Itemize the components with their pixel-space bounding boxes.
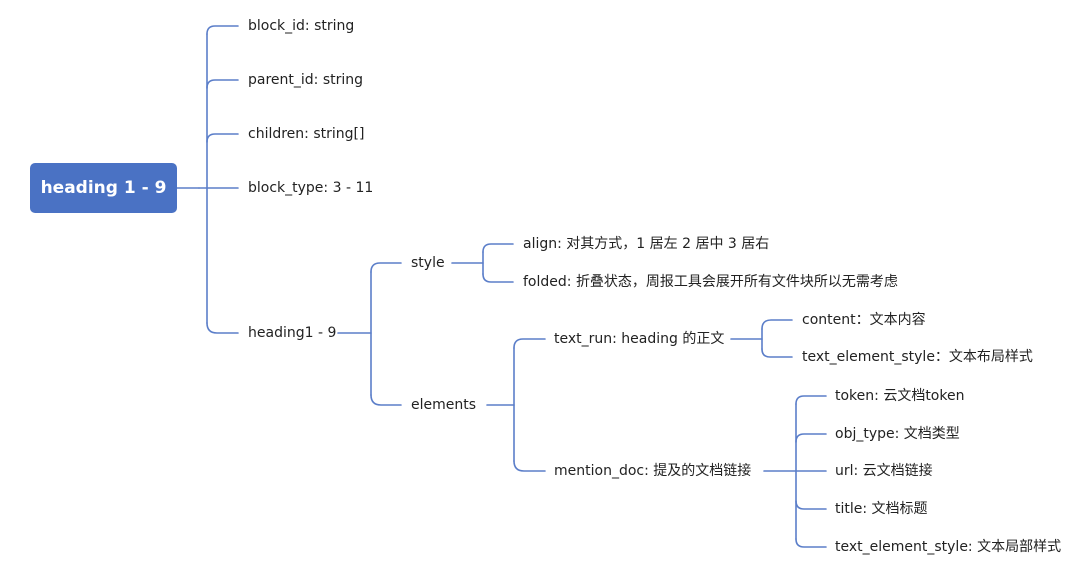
node-text-run: text_run: heading 的正文 xyxy=(554,331,725,347)
node-block-id: block_id: string xyxy=(248,18,355,34)
node-align: align: 对其方式，1 居左 2 居中 3 居右 xyxy=(523,236,770,252)
connector-title xyxy=(795,500,827,510)
connector-text-element-style-2 xyxy=(795,538,827,548)
connector-block-id xyxy=(206,25,239,35)
connector-content xyxy=(761,319,793,330)
node-block-type: block_type: 3 - 11 xyxy=(248,180,374,196)
connector-parent-id xyxy=(206,79,239,89)
connector-align xyxy=(482,243,514,253)
root-node-label: heading 1 - 9 xyxy=(40,178,167,198)
connector-folded xyxy=(482,273,514,283)
connector-token xyxy=(795,395,827,405)
connector-obj-type xyxy=(795,433,827,443)
node-text-element-style-1: text_element_style：文本布局样式 xyxy=(802,349,1033,365)
root-node: heading 1 - 9 xyxy=(30,163,177,213)
node-token: token: 云文档token xyxy=(835,388,965,404)
node-heading: heading1 - 9 xyxy=(248,325,337,341)
connector-style xyxy=(370,262,402,273)
node-children: children: string[] xyxy=(248,126,365,142)
node-folded: folded: 折叠状态，周报工具会展开所有文件块所以无需考虑 xyxy=(523,274,898,290)
connector-heading xyxy=(206,322,239,334)
connector-elements xyxy=(370,394,402,406)
node-url: url: 云文档链接 xyxy=(835,463,933,479)
node-text-element-style-2: text_element_style: 文本局部样式 xyxy=(835,539,1062,555)
node-parent-id: parent_id: string xyxy=(248,72,364,88)
node-content: content：文本内容 xyxy=(802,312,926,328)
node-style: style xyxy=(411,255,445,271)
connector-text-element-style-1 xyxy=(761,348,793,358)
node-title: title: 文档标题 xyxy=(835,501,928,517)
connector-mention-doc xyxy=(513,460,546,472)
node-obj-type: obj_type: 文档类型 xyxy=(835,426,960,442)
connector-text-run xyxy=(513,338,546,349)
node-mention-doc: mention_doc: 提及的文档链接 xyxy=(554,463,752,479)
connector-children xyxy=(206,133,239,143)
node-elements: elements xyxy=(411,397,477,413)
